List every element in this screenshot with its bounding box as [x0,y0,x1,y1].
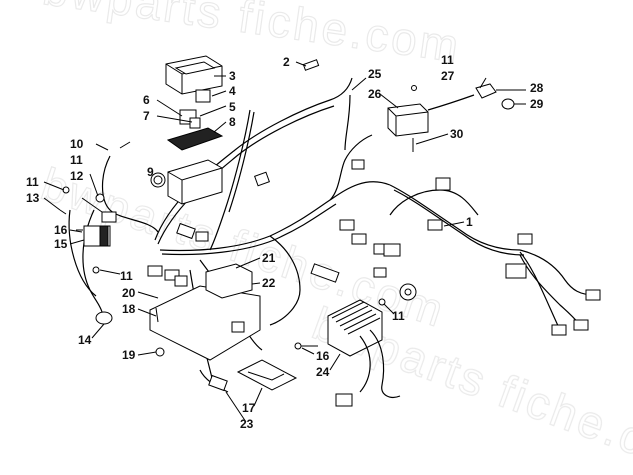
callout-16-a: 16 [54,223,68,237]
callout-16-b: 16 [316,349,330,363]
callout-27: 27 [441,69,455,83]
callout-20: 20 [122,286,136,300]
callout-24: 24 [316,365,330,379]
callout-18: 18 [122,302,136,316]
callout-11-d: 11 [392,309,405,323]
callout-4: 4 [229,84,236,98]
callouts: 1 2 3 4 5 6 7 8 9 10 11 11 11 11 11 12 1… [26,53,544,431]
callout-12: 12 [70,169,84,183]
callout-15: 15 [54,237,68,251]
callout-3: 3 [229,69,236,83]
callout-21: 21 [262,251,276,265]
callout-11-c: 11 [120,269,133,283]
wiring-harness-icon [147,77,601,379]
callout-6: 6 [143,93,150,107]
callout-1: 1 [466,215,473,229]
callout-28: 28 [530,81,544,95]
callout-25: 25 [368,67,382,81]
callout-10: 10 [70,137,84,151]
callout-13: 13 [26,191,40,205]
callout-2: 2 [283,55,290,69]
callout-5: 5 [229,100,236,114]
voltage-regulator-icon [294,298,401,407]
callout-11-b: 11 [26,175,39,189]
callout-26: 26 [368,87,382,101]
callout-14: 14 [78,333,92,347]
callout-9: 9 [147,165,154,179]
callout-23: 23 [240,417,254,431]
starter-solenoid-icon [59,141,159,325]
fuse-box-icon [150,55,224,205]
callout-11-a: 11 [70,153,83,167]
svg-text:bwparts fiche.com: bwparts fiche.com [40,0,465,72]
callout-22: 22 [262,276,276,290]
relay-icon [302,59,515,152]
mounting-plate [149,263,298,393]
watermark: bwparts fiche.com bwparts fiche.com bwpa… [35,0,633,475]
callout-29: 29 [530,97,544,111]
leader-lines [43,61,526,423]
callout-30: 30 [450,127,464,141]
callout-11-e: 11 [441,53,454,67]
callout-7: 7 [143,109,150,123]
callout-8: 8 [229,115,236,129]
callout-17: 17 [242,401,256,415]
callout-19: 19 [122,348,136,362]
